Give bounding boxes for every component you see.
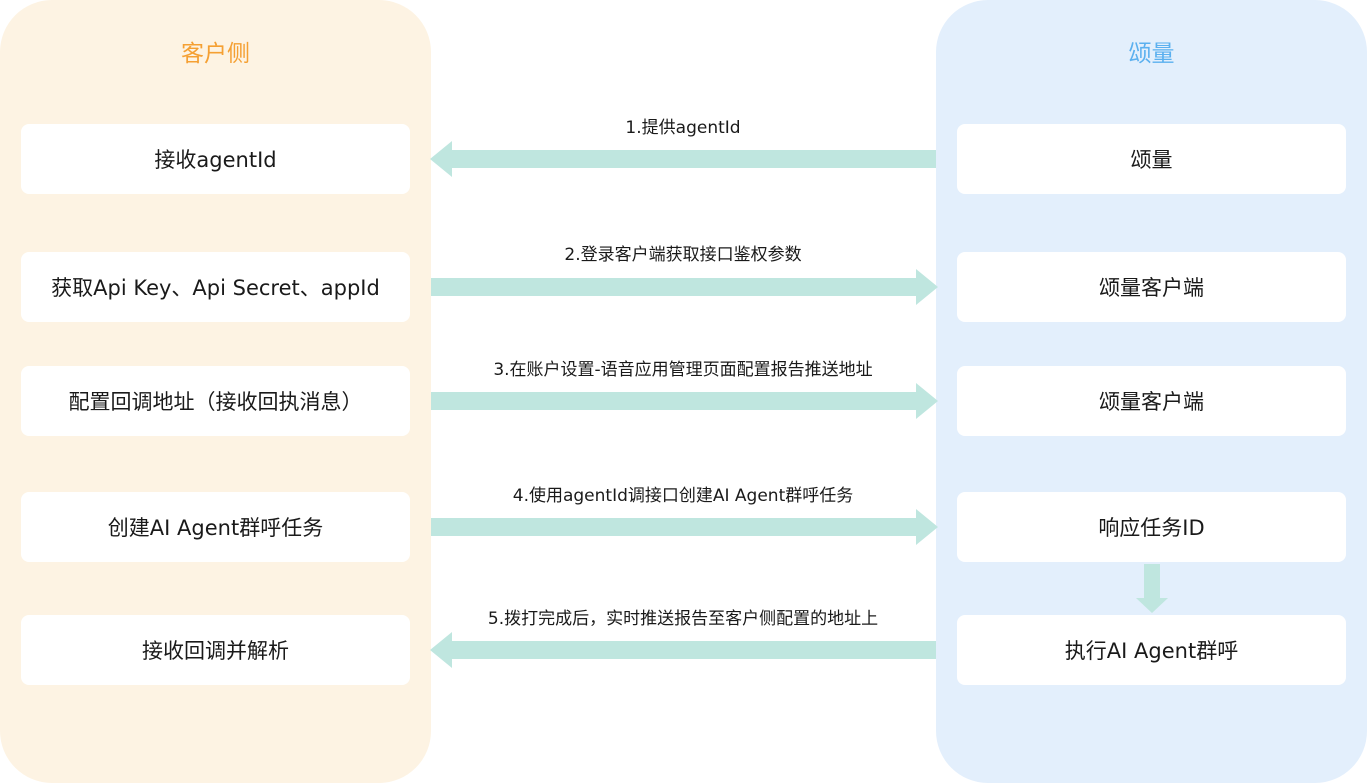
step-box-receive-callback: 接收回调并解析: [21, 615, 410, 685]
provider-box-client-app-1: 颂量客户端: [957, 252, 1346, 322]
arrow-label-2: 2.登录客户端获取接口鉴权参数: [564, 245, 802, 265]
arrow-label-1: 1.提供agentId: [625, 118, 741, 138]
step-box-receive-agentid: 接收agentId: [21, 124, 410, 194]
arrow-4-right: [431, 509, 938, 545]
arrow-1-left: [430, 141, 936, 177]
arrow-3-right: [431, 383, 938, 419]
provider-box-respond-task-id: 响应任务ID: [957, 492, 1346, 562]
step-box-get-credentials: 获取Api Key、Api Secret、appId: [21, 252, 410, 322]
arrow-label-3: 3.在账户设置-语音应用管理页面配置报告推送地址: [493, 360, 873, 380]
provider-box-provider: 颂量: [957, 124, 1346, 194]
arrow-label-4: 4.使用agentId调接口创建AI Agent群呼任务: [512, 486, 854, 506]
provider-box-client-app-2: 颂量客户端: [957, 366, 1346, 436]
arrow-2-right: [431, 269, 938, 305]
arrow-label-5: 5.拨打完成后，实时推送报告至客户侧配置的地址上: [487, 609, 879, 629]
step-box-create-task: 创建AI Agent群呼任务: [21, 492, 410, 562]
provider-title: 颂量: [1128, 41, 1175, 67]
arrow-5-left: [430, 632, 936, 668]
arrow-down: [1136, 564, 1168, 613]
step-box-config-callback: 配置回调地址（接收回执消息）: [21, 366, 410, 436]
client-side-title: 客户侧: [181, 41, 250, 67]
provider-box-execute-call: 执行AI Agent群呼: [957, 615, 1346, 685]
